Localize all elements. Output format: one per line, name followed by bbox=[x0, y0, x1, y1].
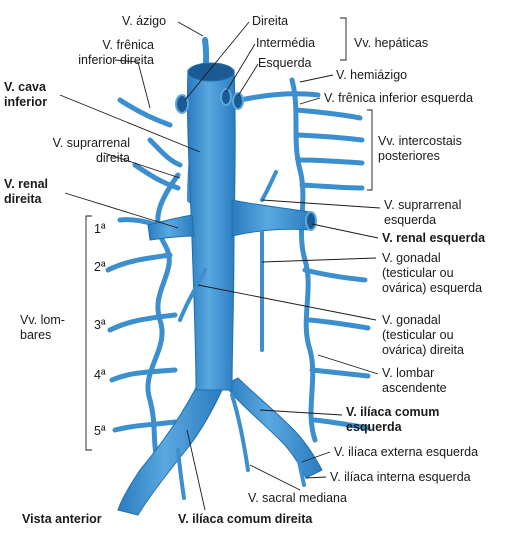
left-ascending-lumbar-vein bbox=[237, 77, 371, 443]
label-frenica-esq: V. frênica inferior esquerda bbox=[324, 91, 473, 105]
label-frenica-dir: V. frênica inferior direita bbox=[78, 38, 154, 67]
left-suprarrenal-vein bbox=[260, 170, 278, 202]
label-hep-esquerda: Esquerda bbox=[258, 56, 312, 70]
label-lumbar-2: 2ª bbox=[94, 260, 106, 274]
left-internal-iliac bbox=[294, 448, 306, 487]
median-sacral-vein bbox=[230, 393, 250, 472]
label-renal-dir: V. renal direita bbox=[4, 177, 49, 206]
label-intercostais: Vv. intercostais posteriores bbox=[378, 134, 462, 163]
label-iliaca-comum-dir: V. ilíaca comum direita bbox=[178, 512, 313, 526]
inferior-vena-cava bbox=[186, 69, 236, 391]
label-hemiazigo: V. hemiázigo bbox=[336, 68, 408, 82]
right-renal-vein bbox=[147, 214, 195, 241]
label-gonadal-dir: V. gonadal (testicular ou ovárica) direi… bbox=[382, 313, 464, 357]
left-renal-vein-opening bbox=[305, 211, 317, 231]
intermediate-hepatic-vein bbox=[220, 88, 232, 106]
label-suprarrenal-esq: V. suprarrenal esquerda bbox=[384, 198, 462, 227]
hepatic-bracket bbox=[340, 17, 347, 61]
label-lumbar-3: 3ª bbox=[94, 318, 106, 332]
intercostal-bracket bbox=[367, 109, 373, 191]
label-lumbar-5: 5ª bbox=[94, 424, 106, 438]
left-hepatic-vein bbox=[232, 92, 244, 110]
ivc-opening bbox=[187, 62, 235, 82]
right-common-iliac-vein bbox=[117, 379, 223, 516]
right-gonadal-vein bbox=[178, 268, 207, 322]
label-gonadal-esq: V. gonadal (testicular ou ovárica) esque… bbox=[382, 251, 483, 295]
label-hep-direita: Direita bbox=[252, 14, 289, 28]
leader-lines bbox=[59, 21, 381, 511]
label-sacral-mediana: V. sacral mediana bbox=[248, 491, 347, 505]
label-suprarrenal-dir: V. suprarrenal direita bbox=[52, 136, 130, 165]
label-vista-anterior: Vista anterior bbox=[22, 512, 102, 526]
right-hepatic-vein bbox=[175, 94, 189, 114]
label-iliaca-int-esq: V. ilíaca interna esquerda bbox=[330, 470, 471, 484]
lumbar-bracket bbox=[85, 215, 92, 451]
label-lumbar-4: 4ª bbox=[94, 368, 106, 382]
label-renal-esq: V. renal esquerda bbox=[382, 231, 486, 245]
label-hep-intermedia: Intermédia bbox=[256, 36, 316, 50]
label-vv-hepaticas: Vv. hepáticas bbox=[354, 36, 429, 50]
right-internal-iliac bbox=[176, 448, 186, 500]
label-lombar-asc: V. lombar ascendente bbox=[382, 366, 447, 395]
label-iliaca-comum-esq: V. ilíaca comum esquerda bbox=[346, 405, 440, 434]
label-azigo: V. ázigo bbox=[122, 14, 167, 28]
label-vv-lombares: Vv. lom- bares bbox=[20, 313, 65, 342]
label-cava-inferior: V. cava inferior bbox=[4, 80, 48, 109]
label-iliaca-ext-esq: V. ilíaca externa esquerda bbox=[334, 445, 479, 459]
label-lumbar-1: 1ª bbox=[94, 222, 106, 236]
